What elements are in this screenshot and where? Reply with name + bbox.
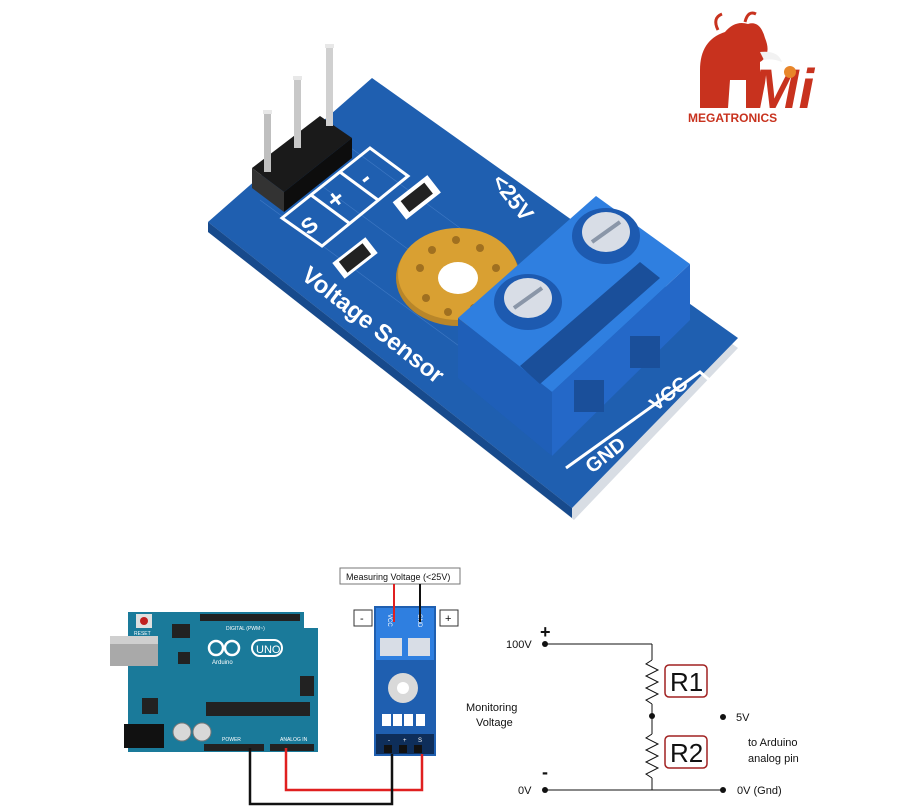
brand-logo: Mi MEGATRONICS bbox=[688, 11, 816, 125]
wire-ground bbox=[248, 748, 394, 806]
arduino-digital-label: DIGITAL (PWM~) bbox=[226, 626, 265, 632]
minus-box bbox=[353, 609, 373, 627]
pcb-shade bbox=[208, 222, 572, 518]
r1-label: R1 bbox=[670, 667, 703, 697]
arduino-pin-label-1: to Arduino bbox=[748, 737, 798, 749]
header-pins bbox=[252, 44, 352, 212]
measuring-voltage-box bbox=[339, 567, 461, 585]
module-terminal-vcc: VCC bbox=[386, 614, 392, 627]
minus-box-label: - bbox=[360, 613, 364, 625]
arduino-power-label: POWER bbox=[222, 737, 241, 743]
schematic-v-mid: 5V bbox=[736, 712, 750, 724]
monitoring-label-2: Voltage bbox=[476, 717, 513, 729]
schematic-v-high: 100V bbox=[506, 639, 532, 651]
logo-dot bbox=[784, 66, 796, 78]
schematic-plus: + bbox=[540, 622, 551, 642]
wire-signal bbox=[284, 748, 424, 792]
arduino-logo: UNO Arduino bbox=[207, 639, 283, 666]
arduino-brand-label: Arduino bbox=[212, 660, 233, 666]
arduino-uno-board: RESET DIGITAL (PWM~) UNO Arduino POWER A… bbox=[110, 612, 318, 752]
arduino-analog-label: ANALOG IN bbox=[280, 737, 308, 743]
divider-schematic: + 100V R1 R2 5V to Arduino analog pin - … bbox=[506, 622, 799, 797]
voltage-sensor-board: S + - bbox=[208, 44, 738, 520]
plus-box-label: + bbox=[445, 613, 451, 625]
module-pin-plus: + bbox=[403, 738, 407, 744]
arduino-model-label: UNO bbox=[256, 644, 281, 656]
terminal-silk-outline bbox=[565, 370, 715, 470]
logo-monogram: Mi bbox=[752, 57, 816, 120]
module-pin-minus: - bbox=[388, 738, 390, 744]
r1-label-box bbox=[664, 664, 708, 698]
sensor-module-small: VCC GND - + S bbox=[374, 606, 436, 756]
smd-resistor-2 bbox=[332, 237, 378, 279]
wiring-diagram: RESET DIGITAL (PWM~) UNO Arduino POWER A… bbox=[110, 567, 517, 806]
schematic-v-low: 0V bbox=[518, 785, 532, 797]
arduino-reset-label: RESET bbox=[134, 631, 151, 637]
smd-resistor-1 bbox=[392, 175, 441, 220]
measuring-voltage-label: Measuring Voltage (<25V) bbox=[346, 572, 450, 582]
plus-box bbox=[439, 609, 459, 627]
schematic-minus: - bbox=[542, 762, 548, 782]
r2-label-box bbox=[664, 735, 708, 769]
mammoth-icon bbox=[700, 11, 782, 108]
screw-terminal-block bbox=[458, 196, 690, 456]
arduino-pin-label-2: analog pin bbox=[748, 753, 799, 765]
resistor-r2-symbol bbox=[644, 733, 660, 779]
r2-label: R2 bbox=[670, 738, 703, 768]
schematic-gnd-label: 0V (Gnd) bbox=[737, 785, 782, 797]
monitoring-label-1: Monitoring bbox=[466, 702, 517, 714]
resistor-r1-symbol bbox=[644, 659, 660, 705]
logo-wordmark: MEGATRONICS bbox=[688, 111, 777, 125]
module-pin-s: S bbox=[418, 738, 422, 744]
